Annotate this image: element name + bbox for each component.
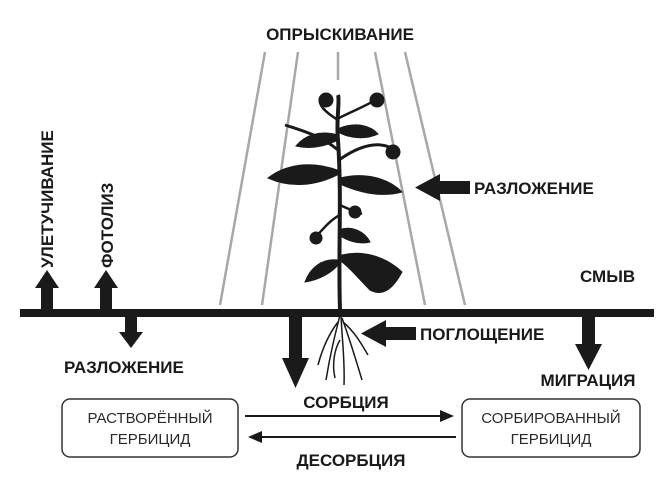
decomposition-plant-label: РАЗЛОЖЕНИЕ xyxy=(474,179,594,198)
sorption-label: СОРБЦИЯ xyxy=(303,393,389,412)
uptake-arrow xyxy=(361,320,416,347)
sorbed-herbicide-line2: ГЕРБИЦИД xyxy=(511,431,592,448)
decomposition-plant-arrow xyxy=(415,174,470,201)
volatilization-label: УЛЕТУЧИВАНИЕ xyxy=(38,130,57,268)
photolysis-arrow xyxy=(94,270,118,310)
migration-label: МИГРАЦИЯ xyxy=(541,371,636,390)
sorbed-herbicide-line1: СОРБИРОВАННЫЙ xyxy=(481,409,620,427)
uptake-label: ПОГЛОЩЕНИЕ xyxy=(420,325,544,344)
sorbed-herbicide-box: СОРБИРОВАННЫЙ ГЕРБИЦИД xyxy=(461,398,641,458)
dissolved-herbicide-line1: РАСТВОРЁННЫЙ xyxy=(87,409,212,427)
desorption-label: ДЕСОРБЦИЯ xyxy=(297,451,406,470)
spraying-label: ОПРЫСКИВАНИЕ xyxy=(266,25,414,44)
runoff-label: СМЫВ xyxy=(580,267,635,286)
sorption-arrow xyxy=(282,316,309,388)
plant-illustration xyxy=(267,92,403,386)
volatilization-arrow xyxy=(35,270,59,310)
photolysis-label: ФОТОЛИЗ xyxy=(98,183,117,268)
decomposition-soil-label: РАЗЛОЖЕНИЕ xyxy=(64,358,184,377)
dissolved-herbicide-line2: ГЕРБИЦИД xyxy=(110,431,191,448)
dissolved-herbicide-box: РАСТВОРЁННЫЙ ГЕРБИЦИД xyxy=(61,398,239,458)
migration-arrow xyxy=(575,316,602,370)
desorption-flow-arrow xyxy=(248,431,456,443)
sorption-flow-arrow xyxy=(245,410,454,422)
decomposition-soil-arrow xyxy=(119,316,143,348)
